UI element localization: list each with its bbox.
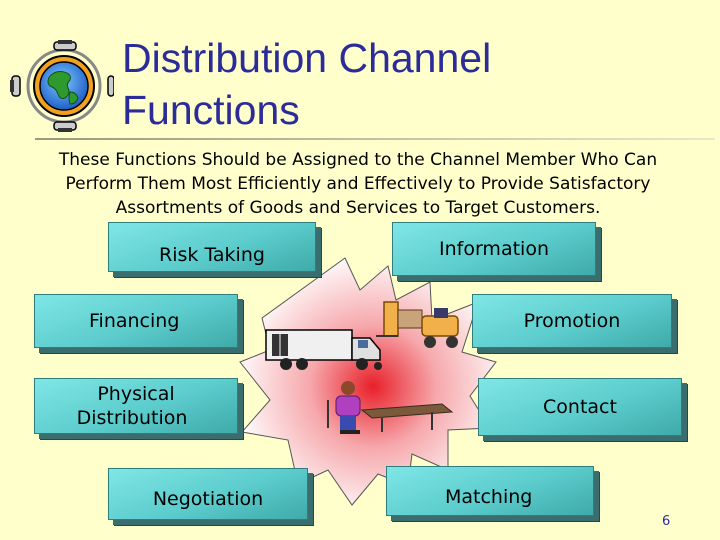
financing-box: Financing bbox=[34, 294, 238, 348]
information-label: Information bbox=[439, 238, 549, 260]
subtitle-line-3: Assortments of Goods and Services to Tar… bbox=[115, 198, 601, 218]
worker-at-conveyor-icon bbox=[327, 381, 454, 434]
physical-distribution-label-line-1: Physical bbox=[97, 383, 175, 405]
title-line-2: Functions bbox=[122, 87, 300, 133]
information-box: Information bbox=[392, 222, 596, 276]
subtitle-line-2: Perform Them Most Efficiently and Effect… bbox=[65, 174, 651, 194]
title-line-1: Distribution Channel bbox=[122, 35, 492, 81]
promotion-label: Promotion bbox=[523, 310, 621, 332]
page-title: Distribution Channel Functions bbox=[122, 32, 491, 136]
risk-taking-box: Risk Taking bbox=[108, 222, 316, 272]
matching-label: Matching bbox=[445, 486, 533, 508]
physical-distribution-box: Physical Distribution bbox=[34, 378, 238, 434]
globe-icon bbox=[10, 40, 114, 132]
contact-label: Contact bbox=[543, 396, 617, 418]
risk-taking-label: Risk Taking bbox=[159, 244, 265, 266]
truck-icon bbox=[265, 329, 382, 370]
page-number: 6 bbox=[662, 514, 671, 529]
financing-label: Financing bbox=[89, 310, 180, 332]
negotiation-box: Negotiation bbox=[108, 468, 308, 520]
forklift-icon bbox=[376, 301, 459, 348]
subtitle-line-1: These Functions Should be Assigned to th… bbox=[58, 150, 658, 170]
promotion-box: Promotion bbox=[472, 294, 672, 348]
matching-box: Matching bbox=[386, 466, 594, 516]
negotiation-label: Negotiation bbox=[152, 488, 264, 510]
subtitle: These Functions Should be Assigned to th… bbox=[8, 148, 708, 220]
contact-box: Contact bbox=[478, 378, 682, 436]
physical-distribution-label-line-2: Distribution bbox=[76, 407, 188, 429]
title-divider bbox=[35, 138, 715, 140]
